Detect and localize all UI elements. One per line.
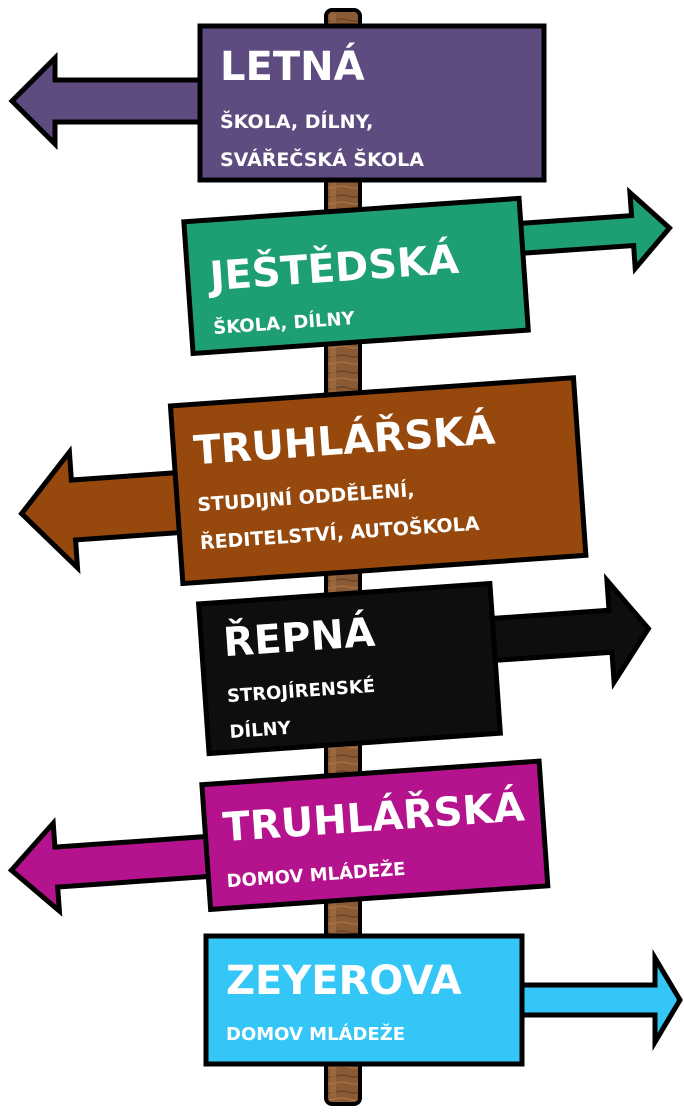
sign-jestedska: JEŠTĚDSKÁ ŠKOLA, DÍLNY	[181, 186, 673, 357]
sign-arrow-left-shape	[18, 445, 186, 575]
sign-title: ZEYEROVA	[226, 958, 462, 1004]
sign-letna: LETNÁ ŠKOLA, DÍLNY, SVÁŘEČSKÁ ŠKOLA	[8, 23, 547, 183]
sign-line: SVÁŘEČSKÁ ŠKOLA	[220, 147, 424, 171]
sign-repna: ŘEPNÁ STROJÍRENSKÉ DÍLNY	[195, 573, 652, 757]
sign-line: DÍLNY	[229, 717, 293, 743]
sign-arrow-left-shape	[7, 817, 215, 917]
sign-arrow-right-shape	[517, 948, 683, 1052]
sign-line: DOMOV MLÁDEŽE	[226, 1023, 405, 1045]
sign-board	[195, 580, 504, 757]
sign-arrow-left-shape	[8, 51, 203, 151]
sign-board	[197, 23, 547, 183]
sign-title: LETNÁ	[220, 42, 365, 90]
sign-board	[181, 195, 531, 357]
sign-truhlarska-2: TRUHLÁŘSKÁ DOMOV MLÁDEŽE	[7, 758, 551, 917]
sign-board	[167, 375, 589, 587]
sign-arrow-right-shape	[514, 186, 673, 275]
sign-truhlarska-1: TRUHLÁŘSKÁ STUDIJNÍ ODDĚLENÍ, ŘEDITELSTV…	[18, 375, 589, 587]
sign-zeyerova: ZEYEROVA DOMOV MLÁDEŽE	[203, 933, 683, 1067]
sign-line: ŠKOLA, DÍLNY,	[220, 109, 373, 133]
sign-arrow-right-shape	[486, 573, 652, 690]
sign-board	[199, 758, 551, 913]
sign-board	[203, 933, 525, 1067]
